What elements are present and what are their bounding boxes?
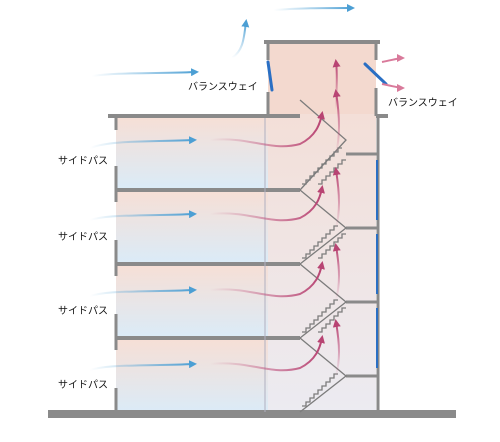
shaft-updraft-2 (332, 243, 341, 301)
label-side-pass-2: サイドパス (58, 305, 108, 317)
floor-1-interior (116, 340, 268, 412)
warm-flow-floor-1 (209, 335, 325, 372)
stair-flight-1-steps (302, 373, 338, 407)
warm-air-arrows (209, 54, 405, 377)
warm-flow-floor-2 (209, 261, 325, 298)
label-side-pass-1: サイドパス (58, 379, 108, 391)
stair-flight-3-steps (302, 225, 338, 259)
exhaust-lower (381, 83, 405, 92)
stair-flight-1 (299, 337, 348, 413)
exhaust-upper (381, 54, 405, 63)
warm-flow-floor-3 (209, 185, 325, 222)
floor-3-interior (116, 192, 268, 262)
sidepass-inflow-4 (89, 136, 197, 149)
label-side-pass-4: サイドパス (58, 155, 108, 167)
stair-flight-3 (299, 189, 348, 265)
warm-flow-floor-4 (209, 111, 325, 148)
staircase (299, 99, 348, 413)
tower-top (268, 42, 376, 114)
balance-way-left-vent (266, 60, 274, 92)
stair-flight-top-upper (299, 99, 347, 191)
label-side-pass-3: サイドパス (58, 231, 108, 243)
stair-flight-2-steps (302, 299, 338, 333)
outside-breeze-left (91, 68, 199, 77)
floor-4-interior (116, 118, 268, 188)
outside-breeze-up (231, 19, 250, 59)
label-balance-way-right: バランスウェイ (388, 97, 458, 109)
labels: バランスウェイ バランスウェイ サイドパス サイドパス サイドパス サイドパス (58, 81, 458, 391)
outside-breeze-top (273, 4, 355, 13)
shaft-updraft-1 (332, 319, 341, 377)
stair-upper-steps (318, 159, 346, 185)
label-balance-way-left: バランスウェイ (188, 81, 258, 93)
balance-way-vents (266, 60, 388, 92)
sidepass-inflow-1 (89, 360, 197, 371)
shaft-updraft-3 (332, 167, 341, 229)
sidepass-inflow-3 (89, 210, 197, 221)
shaft-updraft-top (332, 59, 341, 111)
stair-flight-2 (299, 263, 348, 339)
stair-upper-steps-3 (318, 307, 346, 333)
floor-2-interior (116, 266, 268, 336)
sidepass-inflow-2 (89, 286, 197, 297)
stair-flight-top-steps (302, 147, 342, 185)
stair-upper-steps-2 (318, 233, 346, 259)
floor-interiors (116, 118, 268, 412)
balance-way-right-vent (363, 62, 388, 86)
cool-air-arrows (89, 4, 355, 371)
